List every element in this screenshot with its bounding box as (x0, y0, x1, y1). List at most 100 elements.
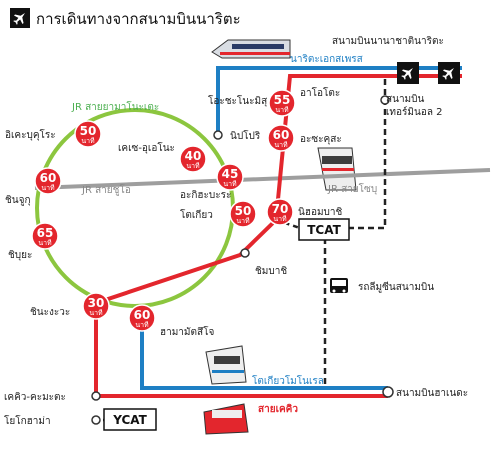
station-dot-haneda[interactable] (382, 386, 394, 398)
ycat-label: YCAT (112, 413, 147, 427)
ycat-box[interactable]: YCAT (103, 408, 157, 431)
line-label-jr-chuo: JR สายชูโอ (81, 183, 131, 196)
badge-minutes: 40 (185, 149, 202, 163)
station-label-hamamatsucho: ฮามามัตสึโจ (160, 325, 214, 338)
station-label-asakusa: อะซะคุสะ (300, 134, 342, 145)
station-label-shinjuku: ชินจูกุ (5, 195, 31, 206)
tcat-box[interactable]: TCAT (298, 218, 350, 241)
badge-unit: นาที (236, 217, 250, 225)
line-label-jr-sobu: JR สายโซบุ (327, 182, 377, 195)
keikyu-train-image (203, 403, 249, 435)
badge-circle (179, 145, 207, 173)
station-dot-terminal2[interactable] (380, 95, 390, 105)
station-dot-yokohama[interactable] (91, 415, 101, 425)
monorail-train-image (205, 345, 247, 385)
station-label-shibuya: ชิบุยะ (8, 250, 32, 261)
line-label-narita-express: นาริตะเอกสเพรส (290, 54, 363, 65)
badge-minutes: 45 (222, 167, 239, 181)
station-label-tokyo: โตเกียว (180, 208, 213, 221)
travel-time-badges: 50นาที60นาที65นาที40นาที45นาที55นาที60นา… (31, 89, 296, 332)
badge-minutes: 50 (235, 204, 252, 218)
jr-chuo-sobu-line (34, 168, 491, 190)
station-dot-keikyu-kamata[interactable] (91, 391, 101, 401)
badge-circle (128, 304, 156, 332)
badge-circle (31, 222, 59, 250)
badge-minutes: 60 (40, 171, 57, 185)
station-label-nihombashi: นิฮอมบาชิ (298, 207, 343, 218)
badge-minutes: 50 (80, 124, 97, 138)
airplane-icon (442, 68, 454, 80)
airplane-icon (13, 13, 25, 25)
jr-yamanote-line (35, 108, 235, 308)
page-title: การเดินทางจากสนามบินนาริตะ (36, 10, 241, 28)
badge-circle (267, 124, 295, 152)
station-label-keikyu-kamata: เคคิว-คะมะตะ (4, 392, 66, 403)
badge-unit: นาที (273, 215, 287, 223)
badge-minutes: 60 (134, 308, 151, 322)
keisei-train-image (317, 147, 357, 191)
map-title: การเดินทางจากสนามบินนาริตะ (10, 8, 241, 28)
line-labels: นาริตะเอกสเพรส JR สายยามาโนะเตะ JR สายชู… (71, 54, 434, 415)
station-label-ikebukuro: อิเคะบุคุโระ (5, 128, 56, 141)
station-label-narita-terminal2: สนามบิน เทอร์มินอล 2 (386, 94, 443, 118)
badge-unit: นาที (41, 184, 55, 192)
station-label-nippori: นิปโปริ (230, 129, 261, 142)
badge-circle (74, 120, 102, 148)
badge-unit: นาที (81, 137, 95, 145)
badge-minutes: 65 (37, 226, 54, 240)
station-dot-nippori[interactable] (213, 130, 223, 140)
badge-circle (268, 89, 296, 117)
badge-circle (82, 292, 110, 320)
badge-unit: นาที (135, 321, 149, 329)
terminal2-line2: เทอร์มินอล 2 (386, 106, 443, 118)
badge-circle (266, 198, 294, 226)
badge-minutes: 70 (272, 202, 289, 216)
badge-circle (229, 200, 257, 228)
narita-airport-icons (397, 62, 460, 84)
badge-unit: นาที (275, 106, 289, 114)
line-label-airport-bus: รถลีมูซีนสนามบิน (358, 281, 434, 293)
narita-express-line (216, 66, 462, 135)
line-label-keikyu: สายเคคิว (258, 403, 298, 415)
station-dots (91, 95, 394, 425)
airplane-icon (401, 68, 413, 80)
tokyo-monorail-line (140, 318, 388, 390)
station-label-haneda: สนามบินฮาเนดะ (396, 388, 468, 399)
station-label-oshiage: อาโอโตะ (300, 86, 340, 99)
badge-minutes: 60 (273, 128, 290, 142)
line-label-tokyo-monorail: โตเกียวโมโนเรล (252, 374, 324, 387)
badge-unit: นาที (223, 180, 237, 188)
badge-unit: นาที (274, 141, 288, 149)
airport-bus-route-narita (348, 76, 387, 230)
station-label-shimbashi: ชิมบาชิ (255, 266, 287, 277)
station-label-yokohama: โยโกฮาม่า (4, 414, 51, 427)
station-dot-shimbashi[interactable] (240, 248, 250, 258)
terminal2-line1: สนามบิน (386, 94, 424, 105)
badge-unit: นาที (186, 162, 200, 170)
badge-circle (34, 167, 62, 195)
station-label-narita-airport: สนามบินนานาชาตินาริตะ (332, 36, 444, 47)
station-label-keisei-ueno: เคเซ-อุเอโนะ (118, 141, 175, 154)
station-labels: สนามบินนานาชาตินาริตะ สนามบิน เทอร์มินอล… (4, 36, 468, 427)
narita-express-train-image (211, 39, 291, 59)
bus-icon (330, 278, 348, 293)
station-label-shinagawa: ชินะงะวะ (30, 307, 70, 318)
station-label-akihabara: อะกิฮะบะระ (180, 190, 231, 201)
badge-unit: นาที (89, 309, 103, 317)
station-label-ochanomizu: โอะชะโนะมิสุ (208, 94, 267, 107)
badge-circle (216, 163, 244, 191)
badge-unit: นาที (38, 239, 52, 247)
